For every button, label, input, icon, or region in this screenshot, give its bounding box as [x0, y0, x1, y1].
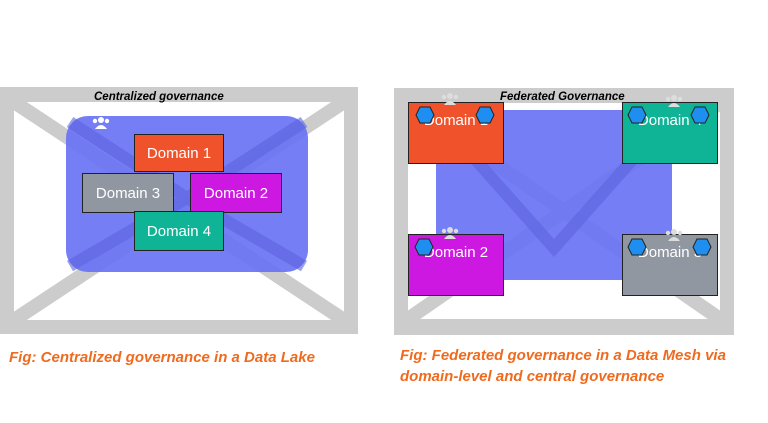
- domain-label: Domain 2: [203, 184, 269, 202]
- domain-2-box: Domain 2: [190, 173, 282, 213]
- domain-4-box: Domain 4: [622, 102, 718, 164]
- hexagon-icon: [692, 238, 712, 256]
- caption-line-1: Fig: Federated governance in a Data Mesh…: [400, 347, 726, 364]
- domain-label: Domain 3: [95, 184, 161, 202]
- hexagon-icon: [414, 238, 434, 256]
- hexagon-icon: [690, 106, 710, 124]
- hexagon-icon: [627, 106, 647, 124]
- domain-1-box: Domain 1: [408, 102, 504, 164]
- domain-label: Domain 1: [423, 112, 489, 129]
- people-icon: [441, 93, 459, 105]
- domain-label: Domain 2: [423, 244, 489, 261]
- federated-diagram: Federated Governance Domain 1 Domain 4 D…: [384, 0, 768, 423]
- people-icon: [665, 229, 683, 241]
- hexagon-icon: [475, 106, 495, 124]
- hexagon-icon: [627, 238, 647, 256]
- people-icon: [441, 227, 459, 239]
- domain-2-box: Domain 2: [408, 234, 504, 296]
- panel-title: Centralized governance: [94, 91, 224, 103]
- people-icon: [665, 95, 683, 107]
- domain-label: Domain 4: [146, 222, 212, 240]
- hexagon-icon: [415, 106, 435, 124]
- domain-3-box: Domain 3: [82, 173, 174, 213]
- domain-label: Domain 1: [146, 144, 212, 162]
- centralized-diagram: Centralized governance Domain 1 Domain 3…: [0, 87, 358, 366]
- panel-title: Federated Governance: [500, 91, 625, 103]
- caption: Fig: Federated governance in a Data Mesh…: [400, 345, 726, 387]
- domain-1-box: Domain 1: [134, 134, 224, 172]
- domain-label: Domain 4: [637, 112, 703, 129]
- domain-4-box: Domain 4: [134, 211, 224, 251]
- caption: Fig: Centralized governance in a Data La…: [9, 349, 315, 366]
- people-icon: [92, 117, 110, 129]
- caption-line-2: domain-level and central governance: [400, 368, 665, 385]
- domain-label: Domain 3: [637, 244, 703, 261]
